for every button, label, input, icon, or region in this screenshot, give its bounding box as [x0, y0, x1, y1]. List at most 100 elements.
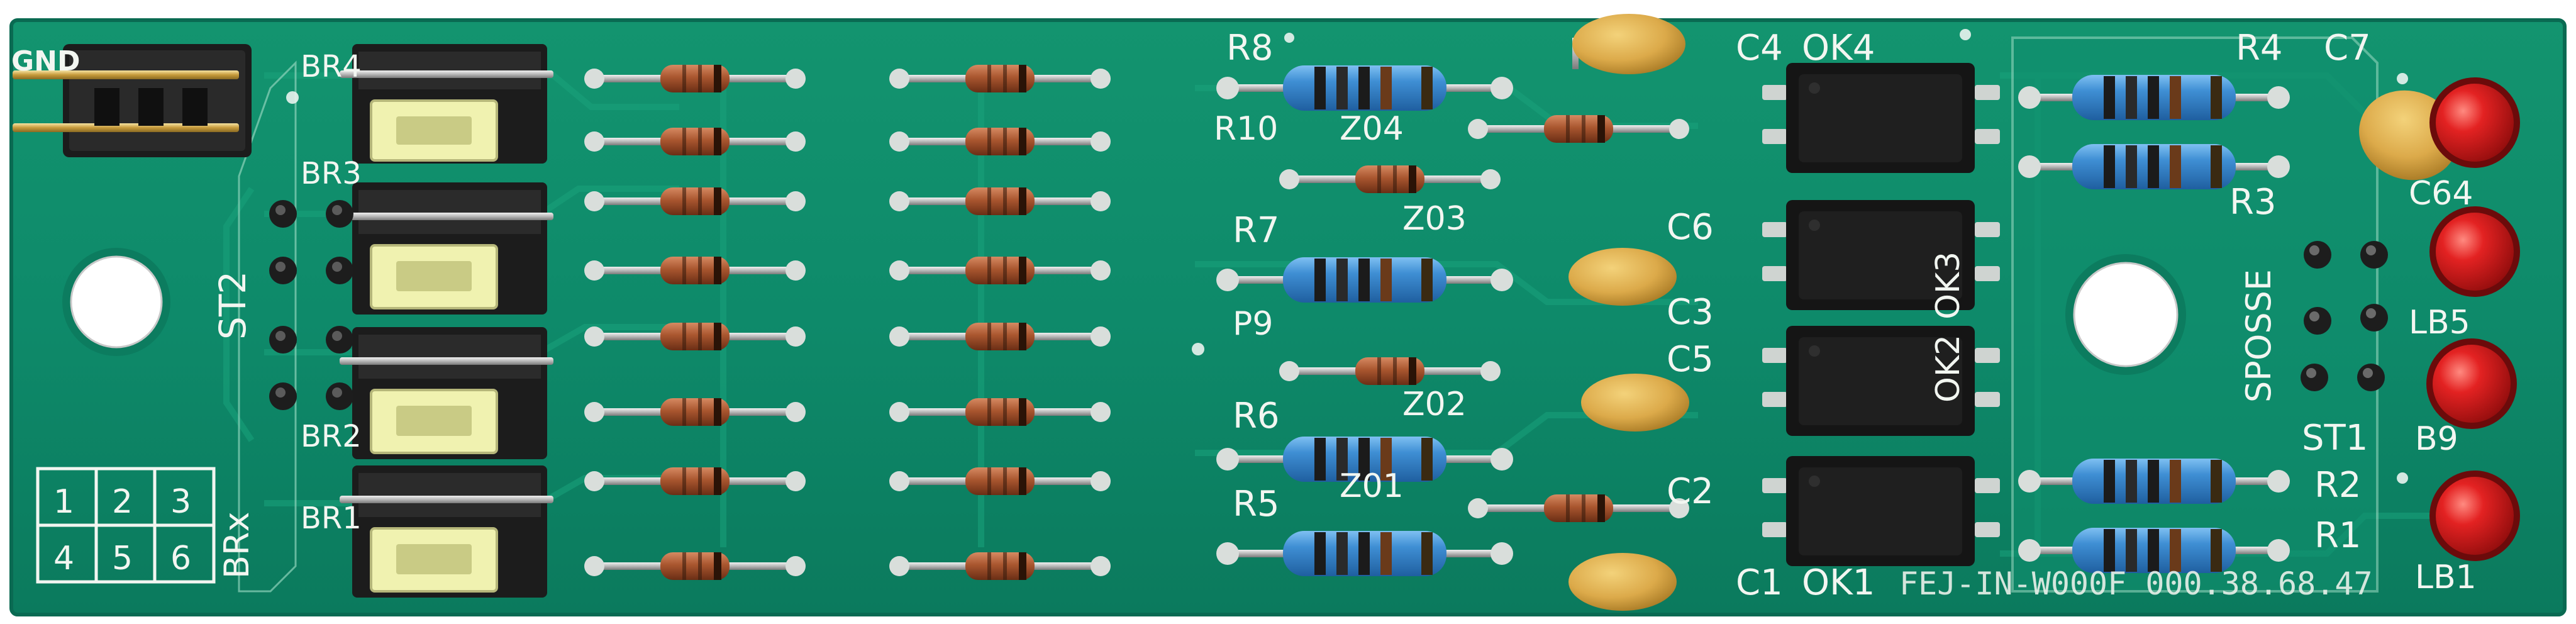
label-r3: R3 [2229, 182, 2277, 223]
grid-cell-2: 2 [112, 483, 133, 521]
resistor-r2 [2018, 459, 2290, 504]
diode-left-7 [584, 467, 806, 495]
led-2 [2429, 206, 2520, 297]
grid-cell-5: 5 [112, 540, 133, 577]
diode-left-3 [584, 187, 806, 215]
diode-right-8 [889, 552, 1111, 580]
label-brx: BRx [217, 511, 257, 579]
label-c1: C1 [1736, 562, 1783, 603]
grid-cell-3: 3 [170, 483, 191, 521]
diode-left-4 [584, 257, 806, 284]
label-ok2: OK2 [1929, 335, 1967, 403]
zener-z03 [1468, 115, 1689, 143]
label-c64: C64 [2409, 175, 2473, 213]
label-z03: Z03 [1402, 200, 1467, 238]
label-c2: C2 [1667, 471, 1714, 512]
resistor-r4 [2018, 75, 2290, 120]
label-r7: R7 [1233, 210, 1280, 251]
diode-right-3 [889, 187, 1111, 215]
zener-z01 [1468, 494, 1689, 522]
label-r2: R2 [2314, 465, 2362, 506]
resistor-zener-block [1216, 65, 1689, 576]
label-br1: BR1 [301, 501, 362, 536]
resistor-r1 [2018, 528, 2290, 573]
diode-right-7 [889, 467, 1111, 495]
label-z02: Z02 [1402, 386, 1467, 423]
label-c7: C7 [2324, 28, 2371, 69]
st1-pin-group: SPOSSE [2239, 241, 2388, 403]
label-r10: R10 [1214, 110, 1278, 148]
label-z01: Z01 [1340, 467, 1404, 505]
resistor-r7 [1216, 257, 1513, 303]
jumper-headers [340, 44, 553, 598]
label-ok1: OK1 [1802, 562, 1875, 603]
label-br2: BR2 [301, 419, 362, 454]
diode-left-1 [584, 65, 806, 92]
led-1 [2429, 77, 2520, 168]
grid-cell-1: 1 [53, 483, 74, 521]
label-ok4: OK4 [1802, 28, 1875, 69]
label-b9: B9 [2415, 420, 2458, 458]
label-st1: ST1 [2302, 418, 2368, 459]
diode-left-8 [584, 552, 806, 580]
label-c5: C5 [1667, 339, 1714, 380]
resistor-r5 [1216, 531, 1513, 576]
label-r1: R1 [2314, 515, 2362, 556]
label-sposse: SPOSSE [2239, 269, 2279, 403]
diode-right-1 [889, 65, 1111, 92]
silkscreen-labels: R8 R10 Z04 R7 Z03 P9 Z02 R6 Z01 R5 C4 OK… [1214, 28, 2477, 603]
label-board-code: FEJ-IN-W000F 000.38.68.47 [1899, 566, 2373, 602]
label-c4: C4 [1736, 28, 1783, 69]
label-r8: R8 [1226, 28, 1274, 69]
diode-column-left [584, 65, 806, 580]
gnd-pin-header: GND [11, 44, 252, 157]
label-lb5: LB5 [2409, 304, 2470, 342]
resistor-r8 [1216, 65, 1513, 111]
grid-cell-6: 6 [170, 540, 191, 577]
label-br3: BR3 [301, 156, 362, 191]
jumper-br4 [340, 44, 553, 164]
label-p9: P9 [1233, 305, 1273, 343]
cap-mid-2 [1581, 374, 1689, 432]
diode-right-2 [889, 128, 1111, 155]
leds [2426, 77, 2520, 561]
st2-pin-group [269, 200, 353, 410]
vias [286, 29, 2408, 484]
diode-right-4 [889, 257, 1111, 284]
label-c6: C6 [1667, 207, 1714, 248]
diode-left-5 [584, 323, 806, 350]
jumper-br3 [340, 182, 553, 315]
label-st2: ST2 [211, 271, 254, 340]
label-ok2-ok3: OK2OK3 [1929, 252, 1967, 403]
jumper-br2 [340, 327, 553, 459]
cap-bottom [1568, 553, 1677, 611]
opto-ok3 [1762, 200, 2000, 310]
zener-z04 [1279, 165, 1501, 193]
mounting-hole-left [62, 248, 170, 356]
label-r4: R4 [2236, 28, 2283, 69]
mounting-hole-right [2065, 254, 2186, 375]
diode-right-5 [889, 323, 1111, 350]
label-ok3: OK3 [1929, 252, 1967, 320]
diode-left-2 [584, 128, 806, 155]
diode-right-6 [889, 398, 1111, 426]
jumper-br1 [340, 465, 553, 598]
resistor-r6 [1216, 437, 1513, 482]
diode-column-right [889, 65, 1111, 580]
opto-ok4 [1762, 63, 2000, 173]
optocouplers [1762, 63, 2000, 566]
label-c3: C3 [1667, 292, 1714, 333]
cap-top [1572, 14, 1685, 74]
right-resistors [2018, 75, 2290, 573]
label-lb1: LB1 [2415, 559, 2477, 596]
zener-z02 [1279, 357, 1501, 385]
label-br4: BR4 [301, 49, 362, 84]
diode-left-6 [584, 398, 806, 426]
opto-ok2 [1762, 326, 2000, 436]
led-4 [2429, 471, 2520, 561]
label-z04: Z04 [1340, 110, 1404, 148]
led-3 [2426, 338, 2517, 429]
opto-ok1 [1762, 456, 2000, 566]
